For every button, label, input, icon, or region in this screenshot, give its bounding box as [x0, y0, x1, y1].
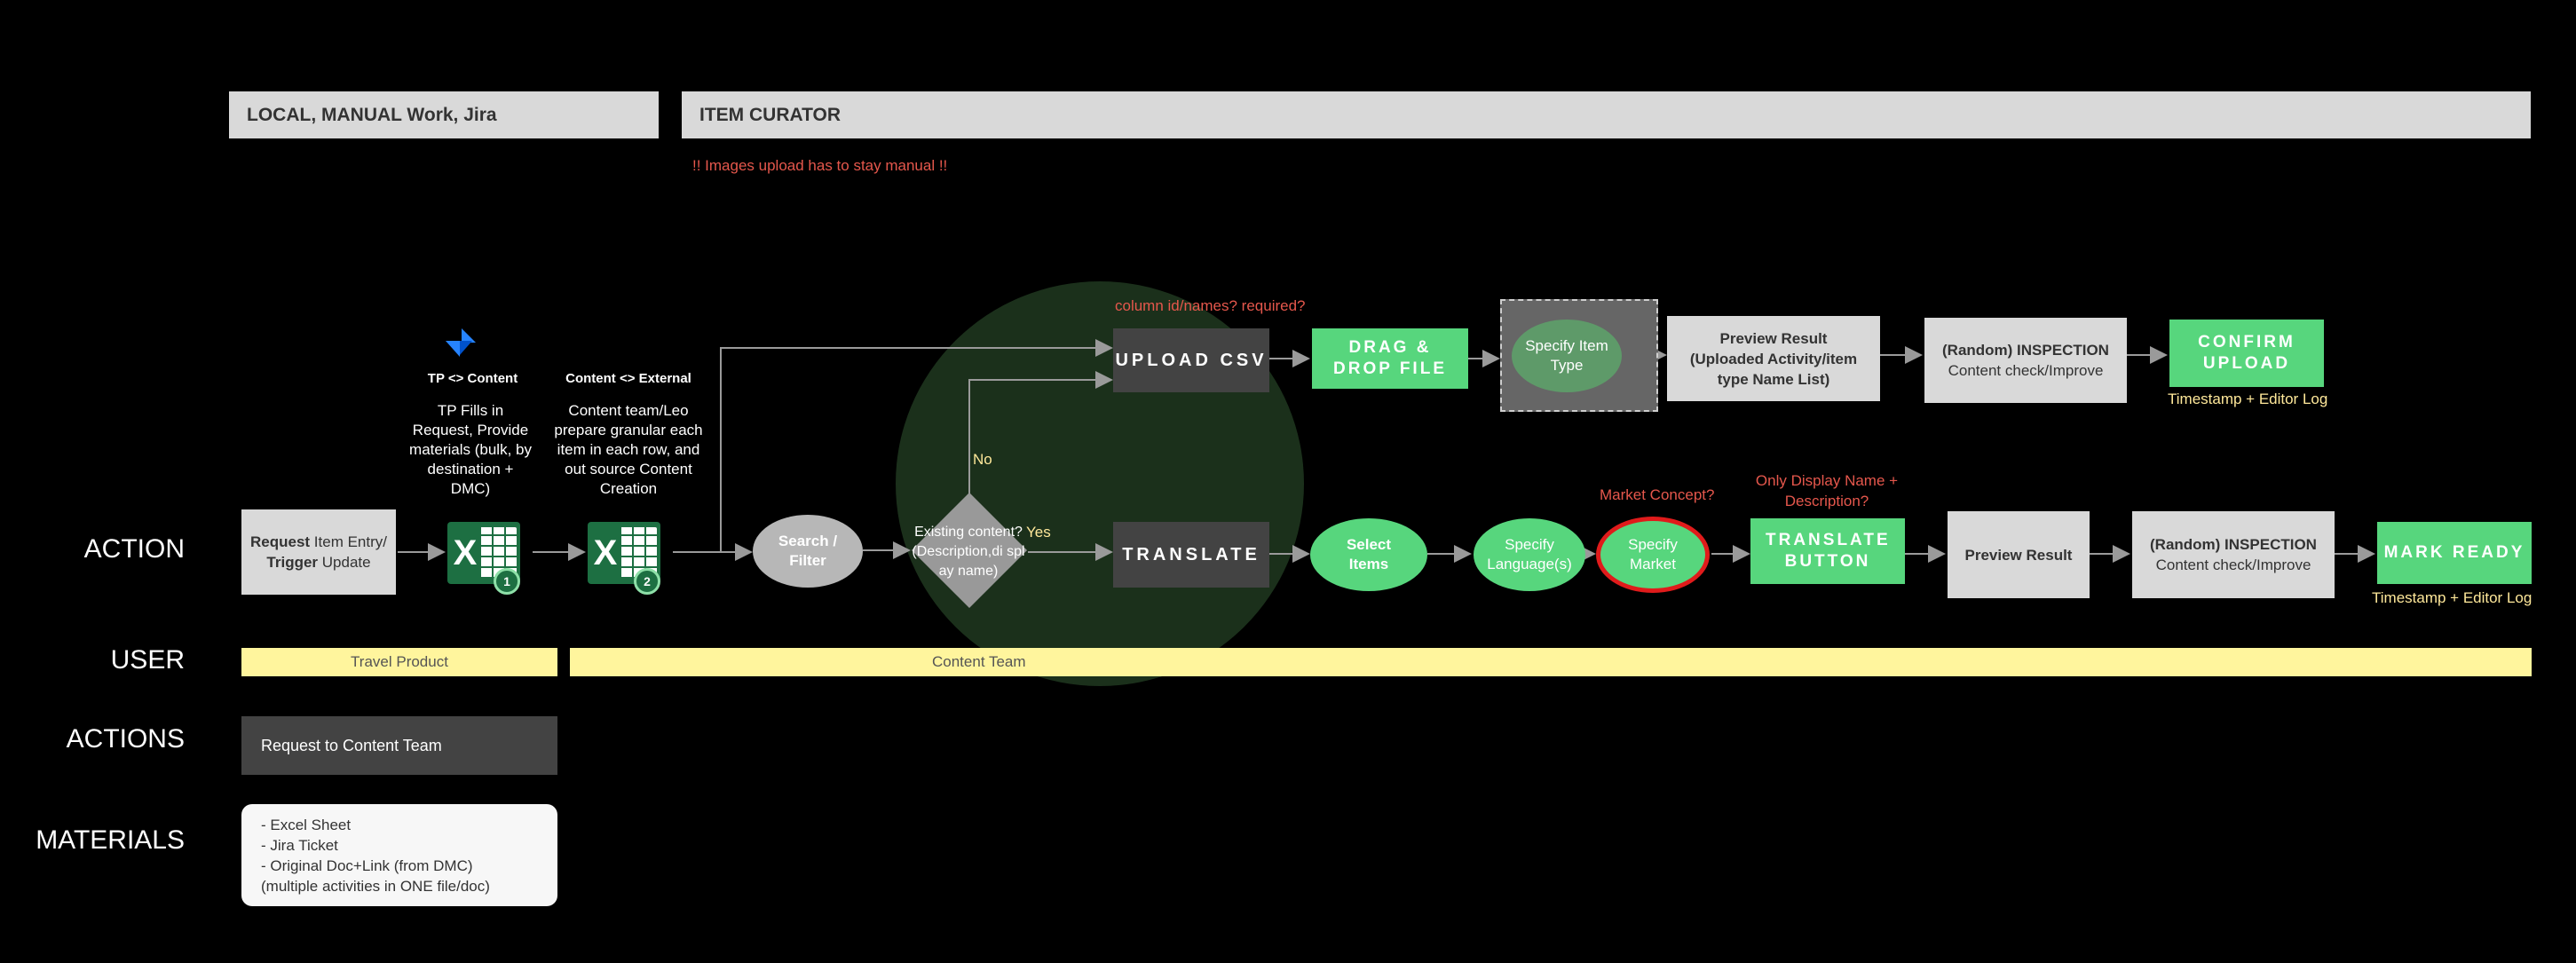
inspection-upload-title: (Random) INSPECTION — [1942, 342, 2109, 359]
preview-result-box: Preview Result — [1948, 511, 2090, 598]
row-label-actions: ACTIONS — [66, 724, 185, 754]
materials-box: - Excel Sheet - Jira Ticket - Original D… — [241, 804, 557, 906]
user-content-team: Content Team — [570, 648, 2532, 676]
specify-market-label: Specify Market — [1628, 536, 1678, 572]
preview-uploaded-title: Preview Result — [1719, 329, 1828, 347]
excel-icon: X 1 — [447, 522, 520, 595]
translate-action-button[interactable]: TRANSLATE BUTTON — [1750, 518, 1905, 584]
select-items-label: Select Items — [1346, 536, 1392, 572]
header-item-curator: ITEM CURATOR — [682, 91, 2531, 138]
existing-content-label: Existing content? (Description,di splay … — [912, 525, 1025, 579]
search-filter-node: Search / Filter — [753, 515, 863, 588]
specify-languages-label: Specify Language(s) — [1487, 536, 1572, 572]
translate-action-label: TRANSLATE BUTTON — [1766, 531, 1891, 571]
excel-letter: X — [593, 533, 618, 572]
action-request-box: Request to Content Team — [241, 716, 557, 775]
drag-drop-file-button[interactable]: DRAG & DROP FILE — [1312, 328, 1468, 389]
content-external-desc: Content team/Leo prepare granular each i… — [554, 402, 703, 497]
inspection-upload-box: (Random) INSPECTION Content check/Improv… — [1924, 318, 2127, 403]
specify-market-node[interactable]: Specify Market — [1596, 517, 1710, 593]
mark-ready-button[interactable]: MARK READY — [2377, 522, 2532, 584]
content-external-title: Content <> External — [565, 371, 691, 386]
inspection-translate-box: (Random) INSPECTION Content check/Improv… — [2132, 511, 2335, 598]
preview-uploaded-desc: (Uploaded Activity/item type Name List) — [1689, 350, 1858, 388]
specify-item-type-label: Specify Item Type — [1525, 337, 1608, 374]
user-travel-product: Travel Product — [241, 648, 557, 676]
inspection-translate-title: (Random) INSPECTION — [2150, 536, 2317, 553]
user-travel-product-label: Travel Product — [351, 653, 448, 670]
column-id-note: column id/names? required? — [1115, 297, 1306, 314]
preview-uploaded-box: Preview Result (Uploaded Activity/item t… — [1667, 316, 1880, 401]
search-filter-label: Search / Filter — [778, 533, 838, 569]
excel-letter: X — [453, 533, 478, 572]
decision-no-label: No — [973, 451, 992, 468]
confirm-upload-button[interactable]: CONFIRM UPLOAD — [2169, 320, 2324, 387]
upload-csv-label: UPLOAD CSV — [1115, 350, 1268, 370]
translate-button[interactable]: TRANSLATE — [1113, 522, 1269, 588]
header-local-manual: LOCAL, MANUAL Work, Jira — [229, 91, 659, 138]
excel-badge-2: 2 — [634, 568, 660, 595]
tp-content-title: TP <> Content — [427, 371, 518, 386]
request-bold: Request — [250, 533, 311, 550]
mark-ready-label: MARK READY — [2383, 543, 2525, 562]
confirm-upload-label: CONFIRM UPLOAD — [2198, 333, 2295, 373]
trigger-text: Update — [318, 554, 371, 571]
request-item-entry-box: Request Item Entry/ Trigger Update — [241, 509, 396, 595]
row-label-user: USER — [110, 645, 185, 675]
materials-item: - Original Doc+Link (from DMC) — [261, 857, 473, 874]
inspection-upload-desc: Content check/Improve — [1948, 362, 2104, 379]
specify-languages-node[interactable]: Specify Language(s) — [1474, 518, 1585, 591]
only-display-line2: Description? — [1784, 493, 1869, 509]
timestamp-ready-note: Timestamp + Editor Log — [2372, 589, 2533, 606]
arrow-decision-no — [968, 371, 1113, 493]
arrow-excel2-upload — [720, 339, 1113, 552]
decision-yes-label: Yes — [1026, 524, 1051, 541]
materials-item: - Jira Ticket — [261, 837, 338, 854]
select-items-node[interactable]: Select Items — [1310, 518, 1427, 591]
translate-label: TRANSLATE — [1122, 544, 1260, 564]
upload-csv-button[interactable]: UPLOAD CSV — [1113, 328, 1269, 392]
materials-item: - Excel Sheet — [261, 817, 352, 833]
market-concept-note: Market Concept? — [1600, 486, 1715, 503]
excel-badge-1: 1 — [494, 568, 520, 595]
jira-logo-icon — [446, 328, 476, 357]
user-content-team-label: Content Team — [932, 653, 1026, 670]
trigger-bold: Trigger — [266, 554, 319, 571]
images-upload-note: !! Images upload has to stay manual !! — [692, 157, 948, 174]
inspection-translate-desc: Content check/Improve — [2155, 556, 2311, 573]
action-request-label: Request to Content Team — [261, 736, 442, 754]
timestamp-upload-note: Timestamp + Editor Log — [2168, 391, 2328, 407]
row-label-materials: MATERIALS — [36, 825, 185, 855]
specify-item-type-node[interactable]: Specify Item Type — [1512, 320, 1622, 392]
drag-drop-label: DRAG & DROP FILE — [1333, 338, 1447, 378]
preview-result-label: Preview Result — [1964, 546, 2073, 564]
row-label-action: ACTION — [83, 534, 185, 564]
excel-icon: X 2 — [588, 522, 660, 595]
header-local-label: LOCAL, MANUAL Work, Jira — [247, 104, 497, 125]
materials-item: (multiple activities in ONE file/doc) — [261, 878, 490, 895]
request-text: Item Entry/ — [310, 533, 387, 550]
header-curator-label: ITEM CURATOR — [699, 104, 842, 125]
only-display-note: Only Display Name + Description? — [1747, 470, 1907, 511]
tp-content-desc: TP Fills in Request, Provide materials (… — [409, 402, 532, 497]
only-display-line1: Only Display Name + — [1755, 472, 1899, 489]
